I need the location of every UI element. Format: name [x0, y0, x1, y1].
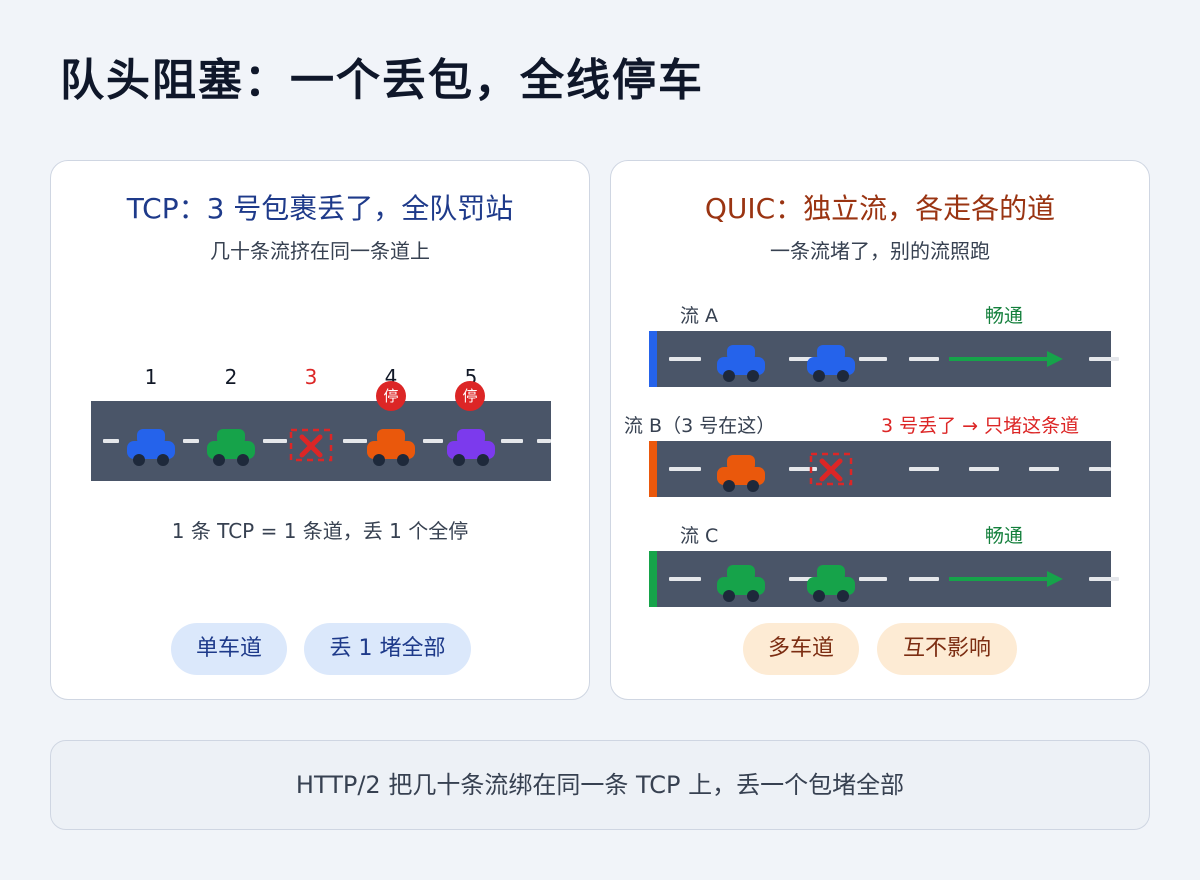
tcp-panel: TCP：3 号包裹丢了，全队罚站 几十条流挤在同一条道上 1 2 3 4 5 停… — [50, 160, 590, 700]
tag-multi-lane: 多车道 — [743, 623, 859, 675]
page-title: 队头阻塞：一个丢包，全线停车 — [60, 55, 704, 106]
arrow-right-icon — [949, 351, 1063, 367]
stream-b-label: 流 B（3 号在这） — [624, 415, 776, 437]
car-icon — [125, 427, 177, 467]
packet-number-1: 1 — [144, 365, 158, 389]
lost-packet-icon — [807, 449, 855, 489]
stream-b-stripe — [649, 441, 657, 497]
packet-number-3: 3 — [304, 365, 318, 389]
stream-a-stripe — [649, 331, 657, 387]
car-icon — [445, 427, 497, 467]
footer-note: HTTP/2 把几十条流绑在同一条 TCP 上，丢一个包堵全部 — [50, 740, 1150, 830]
car-icon — [805, 343, 857, 383]
quic-panel-title: QUIC：独立流，各走各的道 — [704, 192, 1056, 225]
car-icon — [715, 453, 767, 493]
arrow-right-icon — [949, 571, 1063, 587]
car-icon — [365, 427, 417, 467]
quic-panel: QUIC：独立流，各走各的道 一条流堵了，别的流照跑 流 A 畅通 流 B（3 … — [610, 160, 1150, 700]
car-icon — [205, 427, 257, 467]
stop-badge-icon: 停 — [455, 381, 485, 411]
tag-single-lane: 单车道 — [171, 623, 287, 675]
tcp-panel-subtitle: 几十条流挤在同一条道上 — [210, 239, 430, 263]
stream-c-status: 畅通 — [985, 525, 1024, 547]
tcp-panel-title: TCP：3 号包裹丢了，全队罚站 — [126, 192, 514, 225]
packet-number-2: 2 — [224, 365, 238, 389]
stop-badge-icon: 停 — [376, 381, 406, 411]
lost-packet-icon — [287, 425, 335, 465]
stream-a-status: 畅通 — [985, 305, 1024, 327]
quic-panel-subtitle: 一条流堵了，别的流照跑 — [770, 239, 990, 263]
stream-b-status: 3 号丢了 → 只堵这条道 — [881, 415, 1080, 437]
car-icon — [715, 343, 767, 383]
car-icon — [715, 563, 767, 603]
car-icon — [805, 563, 857, 603]
stream-c-stripe — [649, 551, 657, 607]
tag-lose-one-block-all: 丢 1 堵全部 — [304, 623, 471, 675]
stream-c-label: 流 C — [680, 525, 719, 547]
tag-independent: 互不影响 — [877, 623, 1017, 675]
tcp-caption: 1 条 TCP = 1 条道，丢 1 个全停 — [171, 519, 469, 543]
stream-a-label: 流 A — [680, 305, 719, 327]
